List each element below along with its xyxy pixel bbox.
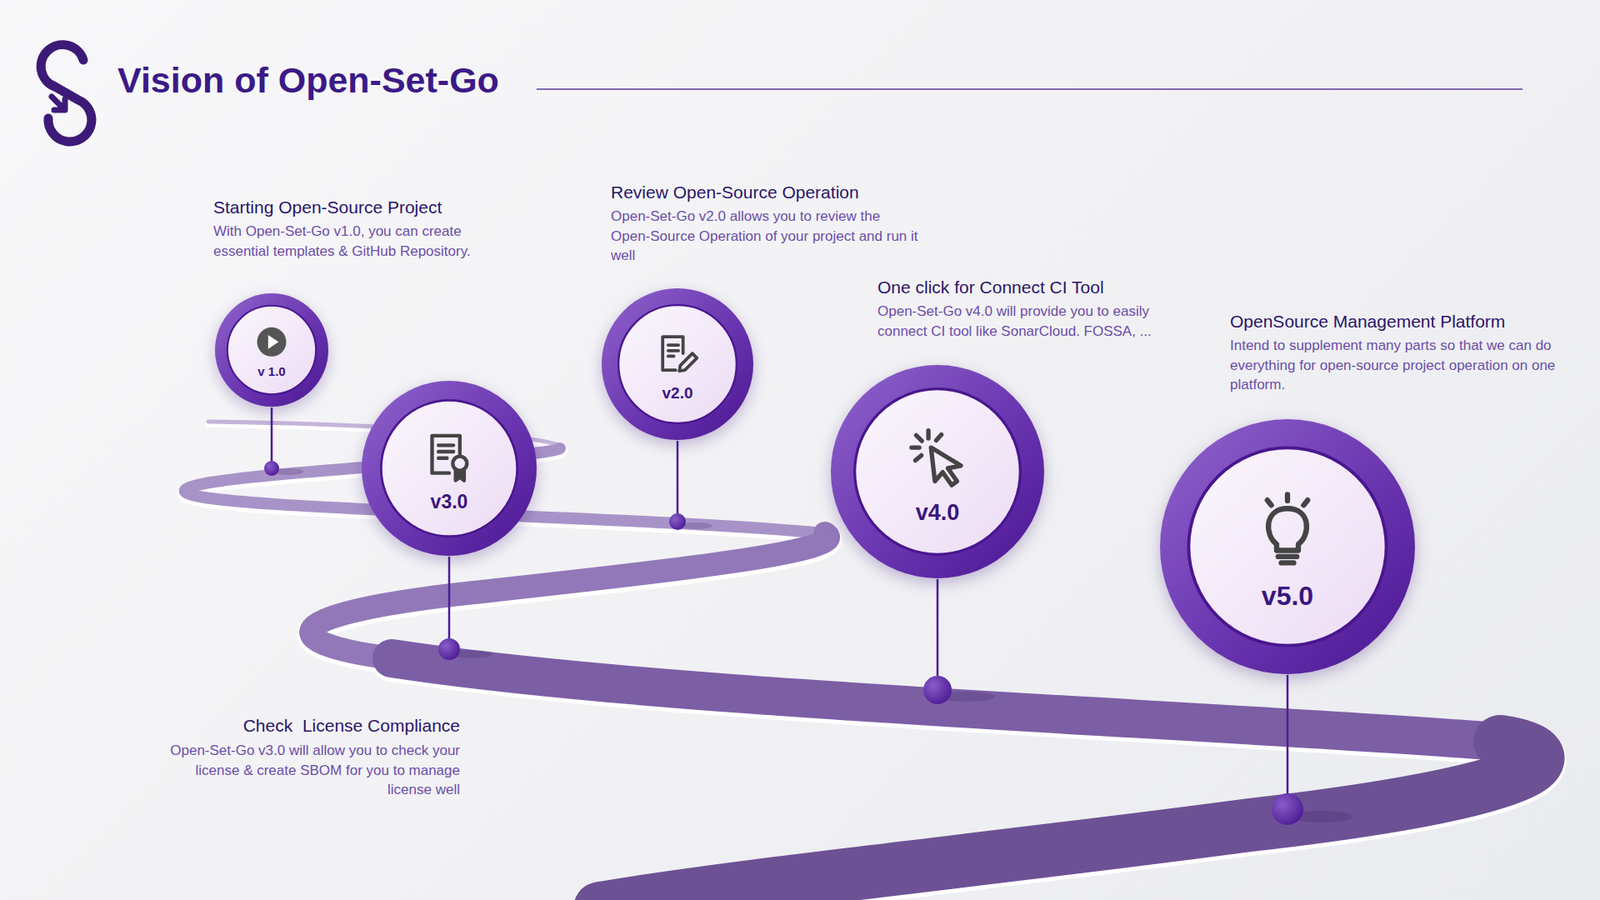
milestone-circle: v5.0OpenSource Management PlatformIntend… [1159,418,1416,675]
milestone-circle: v3.0Check License ComplianceOpen-Set-Go … [360,380,538,557]
version-label: v4.0 [830,500,1045,526]
milestone-description: With Open-Set-Go v1.0, you can create es… [213,221,501,261]
milestone-description: Open-Set-Go v4.0 will provide you to eas… [877,301,1199,341]
milestone-heading: Review Open-Source Operation [610,181,860,203]
page-title: Vision of Open-Set-Go [117,60,500,101]
milestone-circle: v2.0Review Open-Source OperationOpen-Set… [600,287,755,441]
milestone-circle: v4.0One click for Connect CI ToolOpen-Se… [830,364,1045,580]
milestone-icon [662,336,697,371]
version-label: v2.0 [600,385,755,403]
milestone-description: Intend to supplement many parts so that … [1230,335,1560,395]
milestone-icon [432,435,468,481]
milestone-heading: Starting Open-Source Project [213,196,442,218]
milestone-heading: OpenSource Management Platform [1230,310,1505,332]
milestone-heading: One click for Connect CI Tool [877,276,1105,298]
milestone-heading: Check License Compliance [243,715,460,736]
milestone-badge [1159,418,1416,675]
milestone-badge [214,292,330,408]
milestone-icon [911,430,961,485]
milestone-badge [360,380,538,557]
logo [40,45,92,142]
version-label: v5.0 [1159,581,1416,611]
milestone-badge [830,364,1045,580]
milestone-badge [600,287,755,441]
version-label: v3.0 [360,491,538,513]
header-rule [536,88,1523,90]
milestone-icon [256,327,286,357]
milestone-description: Open-Set-Go v3.0 will allow you to check… [166,740,460,800]
milestone-icon [1267,495,1308,564]
milestone-circle: v 1.0Starting Open-Source ProjectWith Op… [214,292,330,408]
milestone-description: Open-Set-Go v2.0 allows you to review th… [610,206,921,266]
version-label: v 1.0 [214,365,330,380]
